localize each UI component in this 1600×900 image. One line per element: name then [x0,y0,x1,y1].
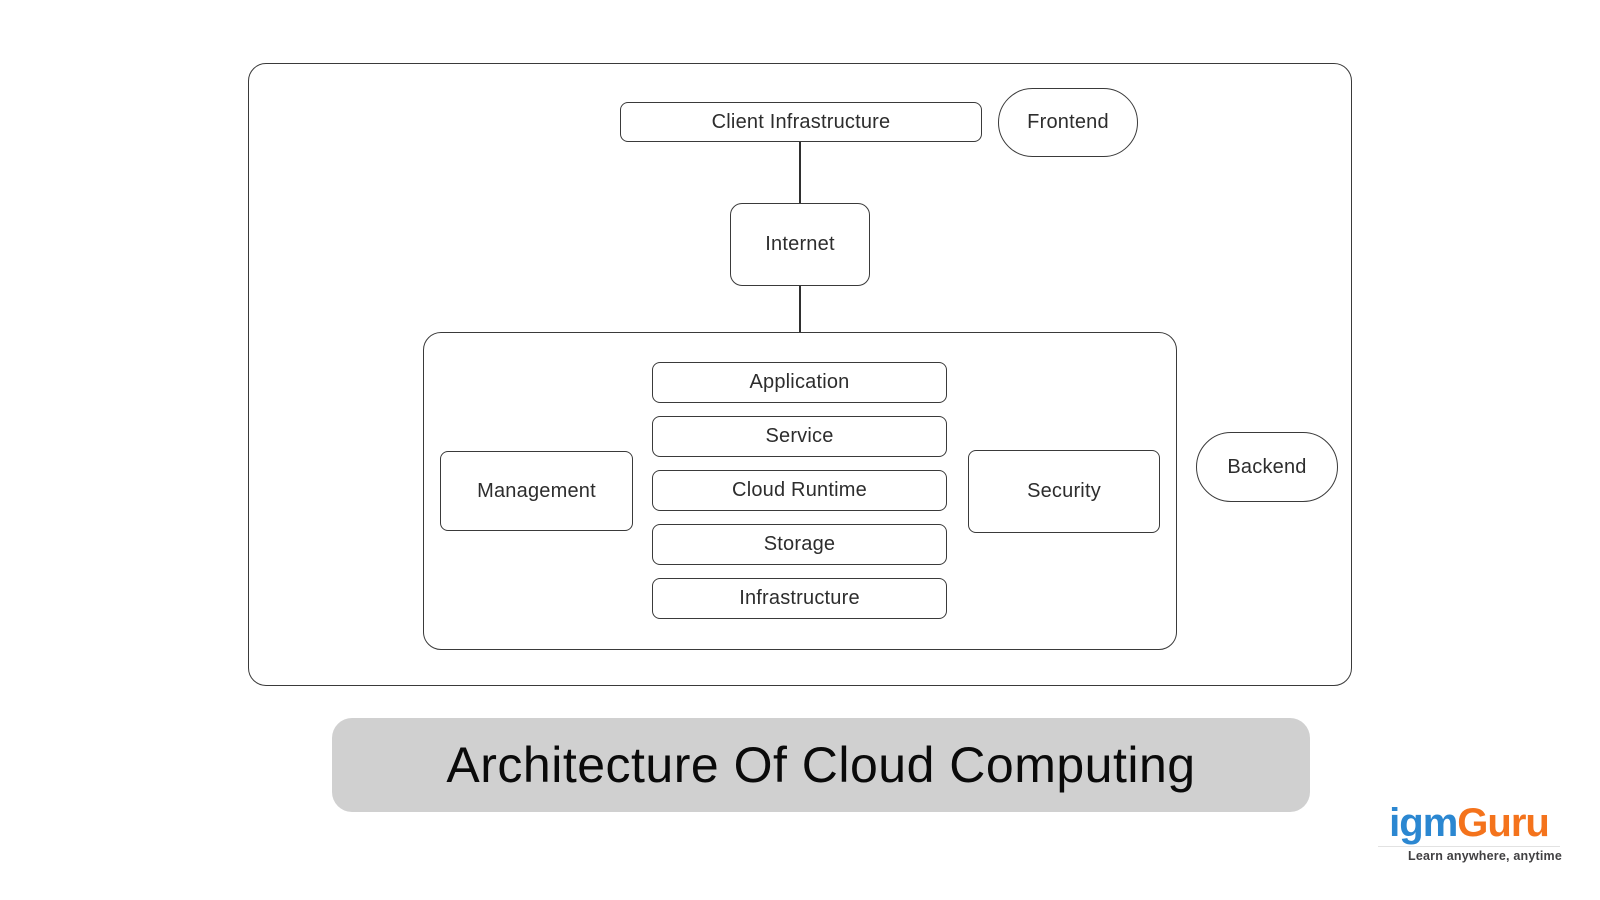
diagram-title: Architecture Of Cloud Computing [446,737,1196,793]
security-box: Security [968,450,1160,533]
connector-client-internet [799,142,801,204]
storage-label: Storage [763,533,836,555]
management-box: Management [440,451,633,531]
stack-box-infrastructure: Infrastructure [652,578,947,619]
igmguru-wordmark: igmGuru [1376,800,1562,846]
stack-box-service: Service [652,416,947,457]
frontend-pill: Frontend [998,88,1138,157]
logo-divider [1378,846,1560,847]
stack-box-cloud-runtime: Cloud Runtime [652,470,947,511]
client-infrastructure-label: Client Infrastructure [711,110,891,133]
infrastructure-label: Infrastructure [739,587,860,609]
service-label: Service [765,425,834,447]
logo-guru: Guru [1457,801,1550,845]
client-infrastructure-box: Client Infrastructure [620,102,982,142]
connector-internet-backend [799,285,801,333]
stack-box-storage: Storage [652,524,947,565]
cloud-runtime-label: Cloud Runtime [732,479,867,501]
logo-igm: igm [1389,801,1458,845]
frontend-label: Frontend [1027,111,1109,133]
backend-pill: Backend [1196,432,1338,502]
stack-box-application: Application [652,362,947,403]
internet-box: Internet [730,203,870,286]
logo-tagline: Learn anywhere, anytime [1408,849,1562,863]
management-label: Management [477,479,596,502]
diagram-title-bar: Architecture Of Cloud Computing [332,718,1310,812]
security-label: Security [1027,480,1101,502]
igmguru-logo: igmGuru Learn anywhere, anytime [1376,800,1562,863]
application-label: Application [749,371,850,393]
backend-label: Backend [1227,455,1307,478]
internet-label: Internet [765,233,835,255]
